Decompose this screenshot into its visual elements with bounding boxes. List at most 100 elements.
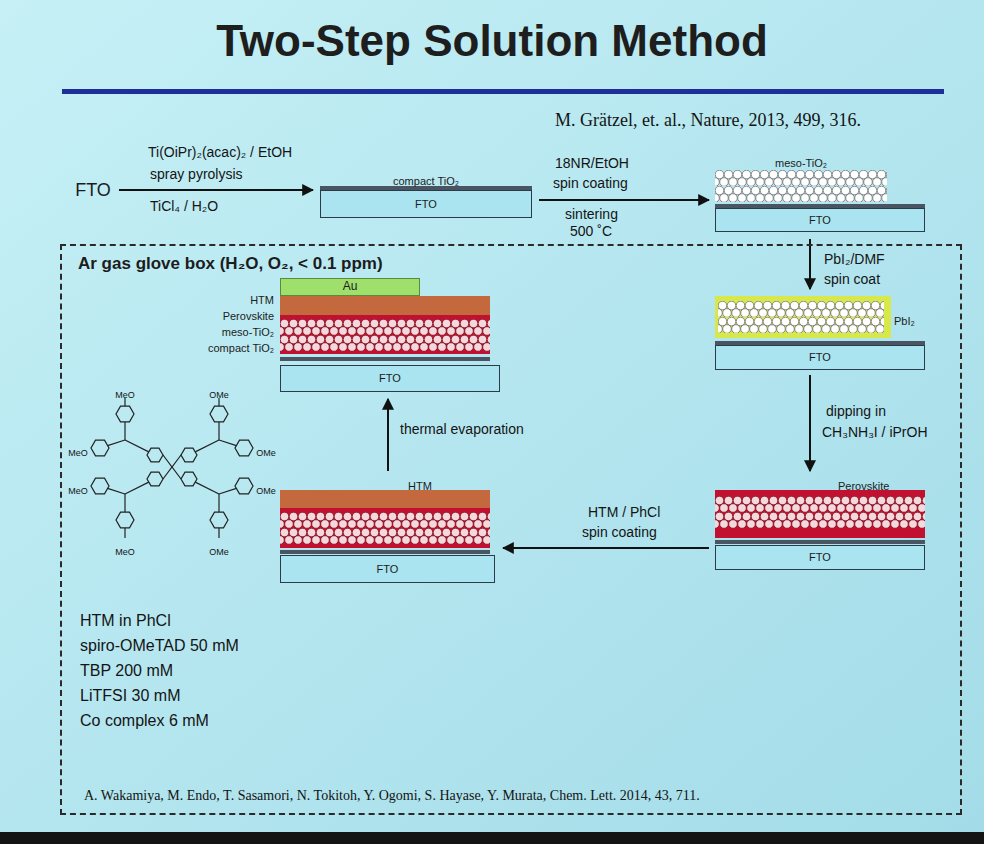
- benzene-ring: [210, 512, 228, 528]
- text-slot: M. Grätzel, et. al., Nature, 2013, 499, …: [555, 110, 861, 131]
- text-slot: OMe: [209, 384, 229, 402]
- substituent-label: OMe: [256, 486, 276, 496]
- substrate-label: FTO: [379, 372, 401, 385]
- substrate-box: FTO: [320, 190, 532, 218]
- text-slot: MeO: [115, 541, 135, 559]
- chemical-bond: [163, 467, 181, 479]
- step-condition: thermal evaporation: [400, 421, 524, 437]
- meso-layer: [280, 319, 490, 351]
- chemical-bond: [125, 440, 149, 452]
- text-slot: spin coat: [824, 270, 880, 288]
- text-slot: MeO: [68, 480, 88, 498]
- recipe-line: spiro-OMeTAD 50 mM: [80, 637, 239, 655]
- text-slot: thermal evaporation: [400, 420, 524, 438]
- substituent-label: OMe: [209, 547, 229, 557]
- substrate-label: FTO: [415, 198, 437, 211]
- step-condition: PbI₂/DMF: [824, 251, 885, 267]
- stage-group: FTO meso-TiO₂: [712, 150, 930, 236]
- text-slot: TiCl₄ / H₂O: [150, 197, 218, 215]
- recipe-line: Co complex 6 mM: [80, 712, 209, 730]
- substrate-label: FTO: [809, 551, 831, 564]
- compact-layer: [280, 357, 490, 361]
- recipe-line: TBP 200 mM: [80, 662, 173, 680]
- text-slot: spiro-OMeTAD 50 mM: [80, 637, 239, 655]
- text-slot: 18NR/EtOH: [555, 154, 629, 172]
- substituent-label: MeO: [115, 547, 135, 557]
- chemical-bond: [124, 422, 125, 440]
- process-arrow: [119, 189, 313, 191]
- citation: M. Grätzel, et. al., Nature, 2013, 499, …: [555, 110, 861, 131]
- perovskite-layer: [280, 315, 490, 354]
- text-slot: HTM in PhCl: [80, 612, 171, 630]
- substrate-label: FTO: [809, 351, 831, 364]
- substrate-box: FTO: [715, 208, 925, 232]
- text-slot: CH₃NH₃I / iPrOH: [822, 423, 928, 441]
- stage-group: FTO PbI₂: [712, 292, 938, 372]
- particle-layer: [715, 170, 887, 202]
- particle-layer: [280, 512, 490, 544]
- benzene-ring: [116, 406, 134, 422]
- compact-layer: [715, 540, 925, 544]
- substituent-label: OMe: [256, 448, 276, 458]
- htm-layer: [280, 490, 490, 508]
- compact-layer: [280, 550, 490, 554]
- step-condition: Ti(OiPr)₂(acac)₂ / EtOH: [148, 144, 292, 160]
- stage-group: FTO compact TiO₂: [316, 166, 536, 222]
- substrate-box: FTO: [715, 345, 925, 370]
- text-slot: Co complex 6 mM: [80, 712, 209, 730]
- meso-layer: [718, 301, 884, 333]
- step-condition: dipping in: [826, 403, 886, 419]
- chemical-bond: [218, 528, 219, 538]
- layer-label: meso-TiO₂: [775, 157, 827, 170]
- chemical-bond: [219, 488, 236, 494]
- benzene-ring: [235, 478, 253, 494]
- recipe-line: HTM in PhCl: [80, 612, 171, 630]
- process-arrow: [387, 399, 389, 471]
- meso-layer: [715, 496, 925, 528]
- text-slot: A. Wakamiya, M. Endo, T. Sasamori, N. To…: [84, 786, 700, 804]
- chemical-bond: [124, 494, 125, 512]
- text-slot: HTM / PhCl: [588, 503, 660, 521]
- recipe-line: LiTFSI 30 mM: [80, 687, 180, 705]
- citation: A. Wakamiya, M. Endo, T. Sasamori, N. To…: [84, 788, 700, 804]
- layer-label: PbI₂: [894, 315, 915, 328]
- substituent-label: OMe: [209, 390, 229, 400]
- chemical-bond: [124, 528, 125, 538]
- step-condition: spin coating: [582, 524, 657, 540]
- text-slot: Perovskite: [838, 476, 889, 494]
- text-slot: meso-TiO₂: [775, 153, 827, 171]
- substituent-label: MeO: [68, 448, 88, 458]
- benzene-ring: [147, 472, 163, 486]
- text-slot: spin coating: [553, 174, 628, 192]
- meso-layer: [280, 512, 490, 544]
- substituent-label: MeO: [68, 486, 88, 496]
- title-rule: [62, 89, 944, 94]
- substrate-label: FTO: [377, 563, 399, 576]
- chemical-bond: [125, 482, 149, 494]
- meso-layer: [715, 170, 887, 202]
- text-slot: Ar gas glove box (H₂O, O₂, < 0.1 ppm): [78, 254, 383, 274]
- text-slot: dipping in: [826, 402, 886, 420]
- text-slot: OMe: [256, 442, 276, 460]
- text-slot: OMe: [256, 480, 276, 498]
- substrate-label: FTO: [75, 180, 111, 201]
- particle-layer: [718, 301, 884, 333]
- step-condition: 18NR/EtOH: [555, 155, 629, 171]
- text-slot: compact TiO₂: [208, 338, 274, 356]
- substrate-box: FTO: [280, 365, 500, 392]
- text-slot: HTM: [408, 476, 432, 494]
- substituent-label: MeO: [115, 390, 135, 400]
- text-slot: PbI₂: [894, 311, 915, 329]
- layer-label: HTM: [408, 480, 432, 493]
- step-condition: sintering: [565, 206, 618, 222]
- benzene-ring: [147, 448, 163, 462]
- text-slot: TBP 200 mM: [80, 662, 173, 680]
- text-slot: Perovskite: [223, 306, 274, 324]
- text-slot: compact TiO₂: [393, 171, 459, 189]
- start-substrate: FTO: [70, 178, 116, 202]
- layer-label: Au: [343, 280, 358, 294]
- htm-layer: [280, 296, 490, 315]
- stage-group: FTO Perovskite: [712, 474, 930, 572]
- process-arrow: [809, 375, 811, 471]
